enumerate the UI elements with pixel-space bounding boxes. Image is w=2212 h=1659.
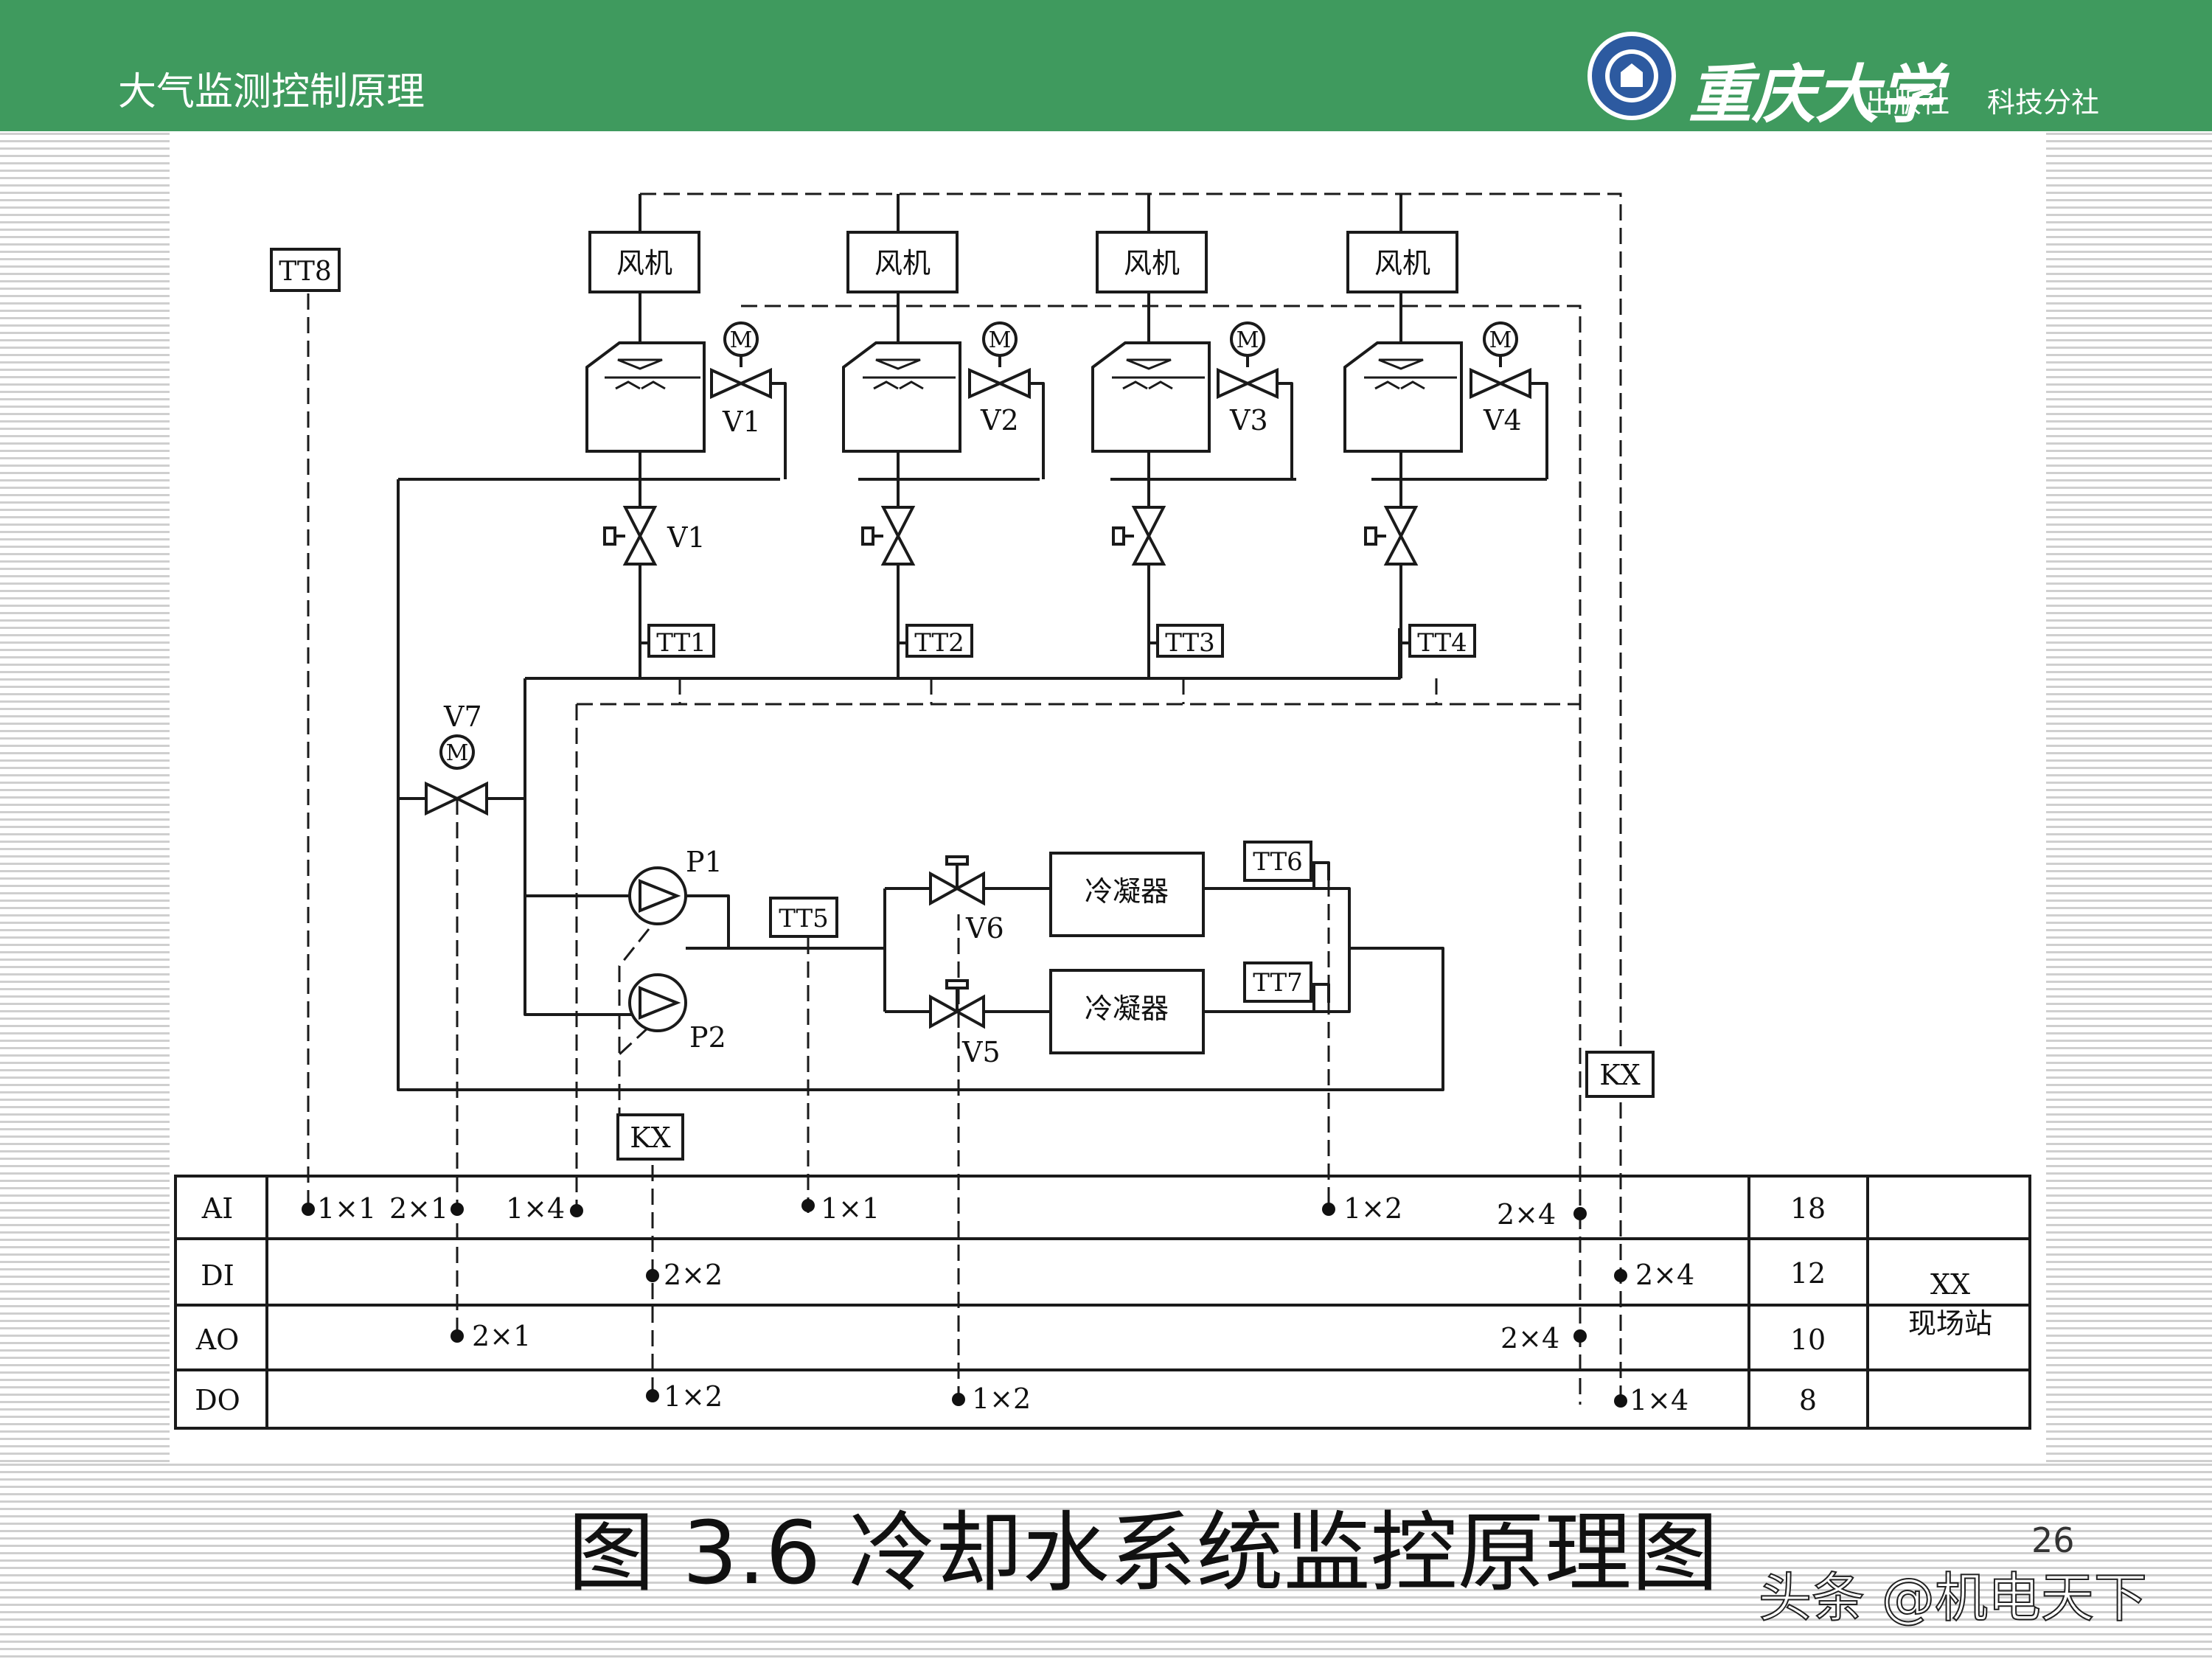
supply-sensor-label-4: TT4 xyxy=(1417,628,1467,658)
io-point-ao-2: 2×4 xyxy=(1500,1322,1559,1354)
decorative-stripes-bottom xyxy=(0,1464,2212,1659)
io-row-total-do: 8 xyxy=(1799,1384,1817,1416)
condenser-sensor-label-tt6: TT6 xyxy=(1253,847,1303,877)
io-row-total-di: 12 xyxy=(1790,1257,1826,1290)
signal-lines xyxy=(307,192,1622,1405)
condenser-box-1 xyxy=(1049,852,1205,937)
tower-internals xyxy=(605,358,1457,390)
fan-label-4: 风机 xyxy=(1374,247,1430,279)
condenser-valves xyxy=(929,855,985,1029)
io-point-di-2: 2×4 xyxy=(1635,1259,1694,1291)
decorative-stripes-right xyxy=(2046,133,2212,1659)
station-label-1: XX xyxy=(1930,1268,1970,1301)
figure-caption: 图 3.6 冷却水系统监控原理图 xyxy=(568,1502,1719,1604)
kx-box-label-left: KX xyxy=(630,1121,670,1154)
io-row-name-do: DO xyxy=(195,1384,240,1416)
motor-valve-label-1: V1 xyxy=(722,406,761,438)
outdoor-sensor-label: TT8 xyxy=(279,257,332,287)
pump-sensor-label: TT5 xyxy=(779,904,829,933)
bypass-valve-label: V7 xyxy=(443,700,482,733)
io-point-ai-5: 1×2 xyxy=(1343,1192,1402,1225)
io-point-ai-6: 2×4 xyxy=(1497,1198,1556,1231)
pump-label-1: P1 xyxy=(686,846,723,878)
motor-label-v7: M xyxy=(446,740,469,766)
iso-valve-label-1: V1 xyxy=(667,521,706,554)
motor-label-4: M xyxy=(1489,327,1512,353)
supply-sensor-label-3: TT3 xyxy=(1165,628,1215,658)
kx-box-label-right: KX xyxy=(1599,1059,1640,1091)
sensor-boxes xyxy=(270,248,1655,1161)
io-point-di-1: 2×2 xyxy=(664,1259,723,1291)
isolation-valves xyxy=(603,506,1419,566)
io-connection-dots xyxy=(302,1199,1627,1408)
fan-box-1 xyxy=(588,231,700,293)
university-seal-icon xyxy=(1587,32,1676,120)
io-point-ai-3: 1×4 xyxy=(506,1192,565,1225)
io-point-do-3: 1×4 xyxy=(1630,1384,1688,1416)
io-point-do-2: 1×2 xyxy=(972,1382,1031,1415)
motor-label-1: M xyxy=(730,327,753,353)
supply-sensor-label-1: TT1 xyxy=(656,628,706,658)
pipework xyxy=(397,194,1548,1091)
unit-boxes xyxy=(588,231,1458,1054)
condenser-valve-label-v5: V5 xyxy=(961,1036,1001,1068)
motor-valve-label-2: V2 xyxy=(980,404,1019,437)
fan-box-3 xyxy=(1096,231,1208,293)
condenser-valve-label-v6: V6 xyxy=(965,912,1004,945)
pumps xyxy=(628,866,687,1032)
diagram-labels: 风机 风机 风机 风机 冷凝器 冷凝器 M M M M M V1 V2 V3 V… xyxy=(279,247,1641,1154)
page-number: 26 xyxy=(2031,1520,2075,1560)
course-title: 大气监测控制原理 xyxy=(118,70,425,114)
branch-label: 科技分社 xyxy=(1987,86,2100,119)
condenser-box-2 xyxy=(1049,969,1205,1054)
fan-box-2 xyxy=(846,231,959,293)
fan-label-2: 风机 xyxy=(874,247,931,279)
decorative-stripes-left xyxy=(0,133,170,1659)
cooling-towers xyxy=(585,341,1463,453)
motor-valve-label-3: V3 xyxy=(1229,404,1268,437)
fan-box-4 xyxy=(1346,231,1458,293)
io-row-name-ai: AI xyxy=(201,1192,233,1225)
motor-label-2: M xyxy=(989,327,1012,353)
io-point-ai-1: 1×1 xyxy=(317,1192,376,1225)
cooling-water-diagram: 风机 风机 风机 风机 冷凝器 冷凝器 M M M M M V1 V2 V3 V… xyxy=(174,192,2031,1430)
io-table-grid xyxy=(174,1175,2031,1430)
io-row-name-ao: AO xyxy=(195,1324,240,1356)
header-bar: 大气监测控制原理 重庆大学 出版社 科技分社 xyxy=(0,0,2212,132)
io-point-ai-4: 1×1 xyxy=(821,1192,880,1225)
fan-label-3: 风机 xyxy=(1124,247,1180,279)
watermark-text: 头条 @机电天下 xyxy=(1758,1566,2148,1630)
io-point-ai-2: 2×1 xyxy=(389,1192,448,1225)
io-row-name-di: DI xyxy=(201,1259,234,1292)
condenser-sensor-label-tt7: TT7 xyxy=(1253,968,1303,998)
station-label-2: 现场站 xyxy=(1908,1307,1992,1340)
io-point-ao-1: 2×1 xyxy=(472,1320,531,1352)
diagram-panel: 风机 风机 风机 风机 冷凝器 冷凝器 M M M M M V1 V2 V3 V… xyxy=(170,171,2046,1463)
io-point-do-1: 1×2 xyxy=(664,1380,723,1413)
motor-label-3: M xyxy=(1237,327,1259,353)
brand-name: 重庆大学 xyxy=(1688,58,1942,132)
supply-sensor-label-2: TT2 xyxy=(914,628,964,658)
motor-valve-label-4: V4 xyxy=(1483,404,1522,437)
condenser-label-1: 冷凝器 xyxy=(1085,875,1169,908)
io-table-text: AI DI AO DO 18 12 10 8 XX 现场站 1×1 2×1 1×… xyxy=(195,1192,1992,1416)
io-row-total-ai: 18 xyxy=(1790,1192,1826,1225)
motor-valves xyxy=(425,321,1531,816)
fan-label-1: 风机 xyxy=(616,247,672,279)
pump-label-2: P2 xyxy=(689,1021,726,1054)
io-row-total-ao: 10 xyxy=(1790,1324,1826,1356)
publisher-label: 出版社 xyxy=(1865,86,1950,119)
condenser-label-2: 冷凝器 xyxy=(1085,992,1169,1025)
